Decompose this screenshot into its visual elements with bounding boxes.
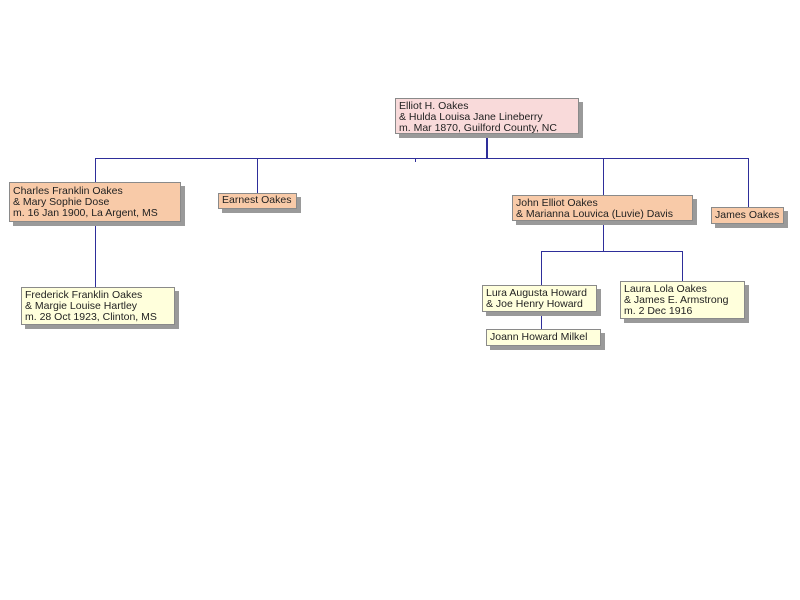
person-line: m. 2 Dec 1916 [624,305,693,317]
person-line: & Mary Sophie Dose [13,196,110,208]
person-line: Laura Lola Oakes [624,283,707,295]
person-line: Elliot H. Oakes [399,100,469,112]
person-line: m. Mar 1870, Guilford County, NC [399,122,557,134]
person-box-lura-howard[interactable]: Lura Augusta Howard & Joe Henry Howard [482,285,597,312]
person-line: & Marianna Louvica (Luvie) Davis [516,208,673,220]
person-line: & Joe Henry Howard [486,298,583,310]
person-box-james-oakes[interactable]: James Oakes [711,207,784,224]
person-line: Charles Franklin Oakes [13,185,123,197]
person-line: Frederick Franklin Oakes [25,289,143,301]
person-box-john-oakes[interactable]: John Elliot Oakes & Marianna Louvica (Lu… [512,195,693,221]
connector [486,133,488,159]
person-line: Earnest Oakes [222,194,292,206]
person-line: m. 16 Jan 1900, La Argent, MS [13,207,158,219]
person-box-laura-oakes[interactable]: Laura Lola Oakes & James E. Armstrong m.… [620,281,745,319]
person-box-charles-oakes[interactable]: Charles Franklin Oakes & Mary Sophie Dos… [9,182,181,222]
connector [682,251,683,282]
person-line: & James E. Armstrong [624,294,729,306]
connector [748,158,749,208]
connector [257,158,258,193]
person-box-elliot-oakes[interactable]: Elliot H. Oakes & Hulda Louisa Jane Line… [395,98,579,134]
person-line: John Elliot Oakes [516,197,598,209]
connector [541,251,683,252]
person-line: m. 28 Oct 1923, Clinton, MS [25,311,157,323]
person-line: Lura Augusta Howard [486,287,587,299]
person-box-joann-milkel[interactable]: Joann Howard Milkel [486,329,601,346]
person-line: Joann Howard Milkel [490,331,588,343]
connector [415,158,416,162]
person-box-earnest-oakes[interactable]: Earnest Oakes [218,193,297,209]
connector [95,158,96,288]
connector [95,158,749,159]
person-line: James Oakes [715,209,780,221]
person-line: & Hulda Louisa Jane Lineberry [399,111,543,123]
person-box-frederick-oakes[interactable]: Frederick Franklin Oakes & Margie Louise… [21,287,175,325]
person-line: & Margie Louise Hartley [25,300,138,312]
